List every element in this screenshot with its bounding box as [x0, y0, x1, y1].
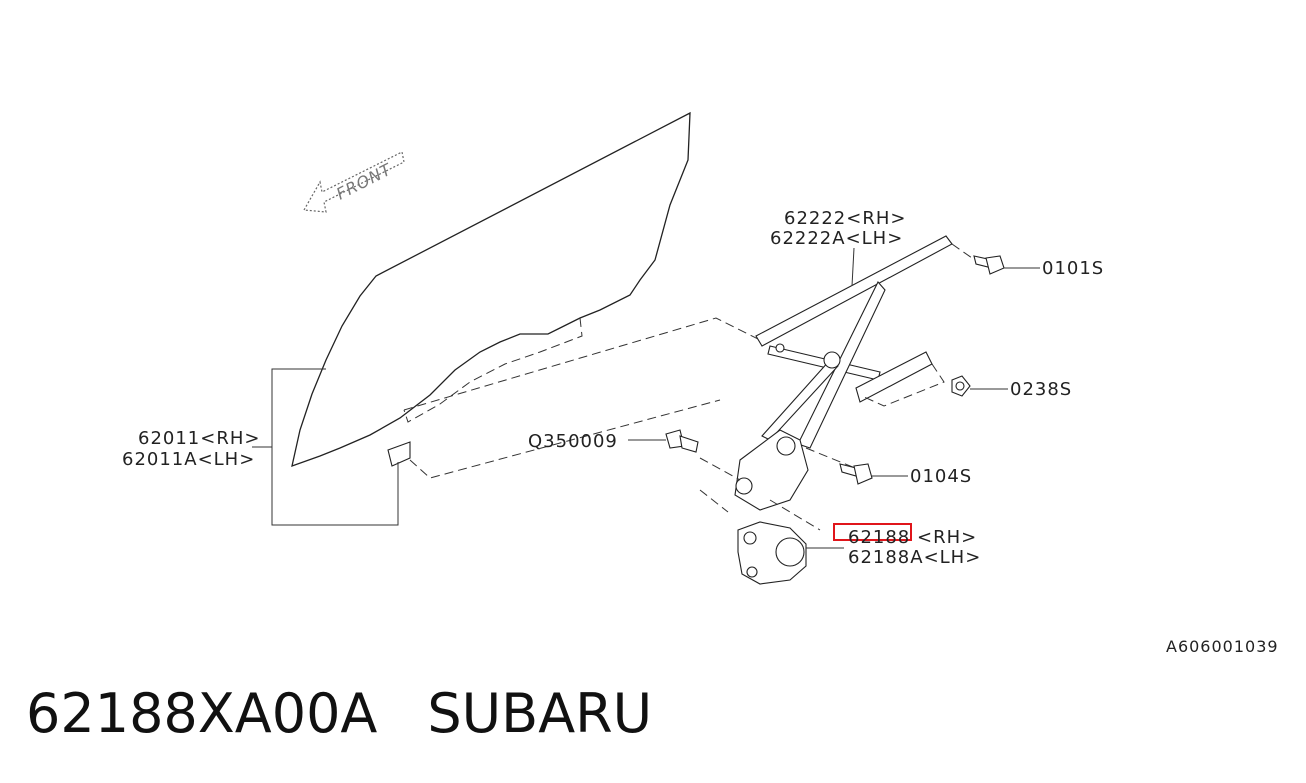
label-q350009: Q350009: [528, 431, 618, 452]
leader-62222: [851, 247, 855, 287]
footer-title: 62188XA00A SUBARU: [26, 682, 652, 745]
label-62011a-lh: 62011A<LH>: [122, 449, 255, 470]
regulator-motor: [737, 521, 807, 585]
label-62011-rh: 62011<RH>: [138, 428, 260, 449]
label-62222a-lh: 62222A<LH>: [770, 228, 903, 249]
label-0104s: 0104S: [910, 466, 972, 487]
part-number: 62188XA00A: [26, 682, 378, 745]
window-regulator: [699, 235, 973, 531]
nut-0238s-icon: [951, 375, 971, 397]
front-label: FRONT: [333, 159, 395, 203]
label-0238s: 0238S: [1010, 379, 1072, 400]
front-arrow-icon: FRONT: [303, 151, 405, 213]
brand-name: SUBARU: [427, 682, 653, 745]
glass-bracket: [252, 368, 399, 526]
drawing-id: A606001039: [1166, 637, 1279, 656]
label-62222-rh: 62222<RH>: [784, 208, 906, 229]
bolt-q350009-icon: [665, 429, 699, 453]
label-62188a-lh: 62188A<LH>: [848, 547, 981, 568]
glass-to-regulator-link: [403, 317, 761, 479]
bolt-0104s-icon: [839, 463, 873, 485]
door-glass: [291, 111, 691, 468]
label-0101s: 0101S: [1042, 258, 1104, 279]
bolt-0101s-icon: [973, 255, 1005, 275]
highlight-box: [833, 523, 912, 541]
label-62188-rh: 62188 <RH>: [848, 527, 977, 548]
